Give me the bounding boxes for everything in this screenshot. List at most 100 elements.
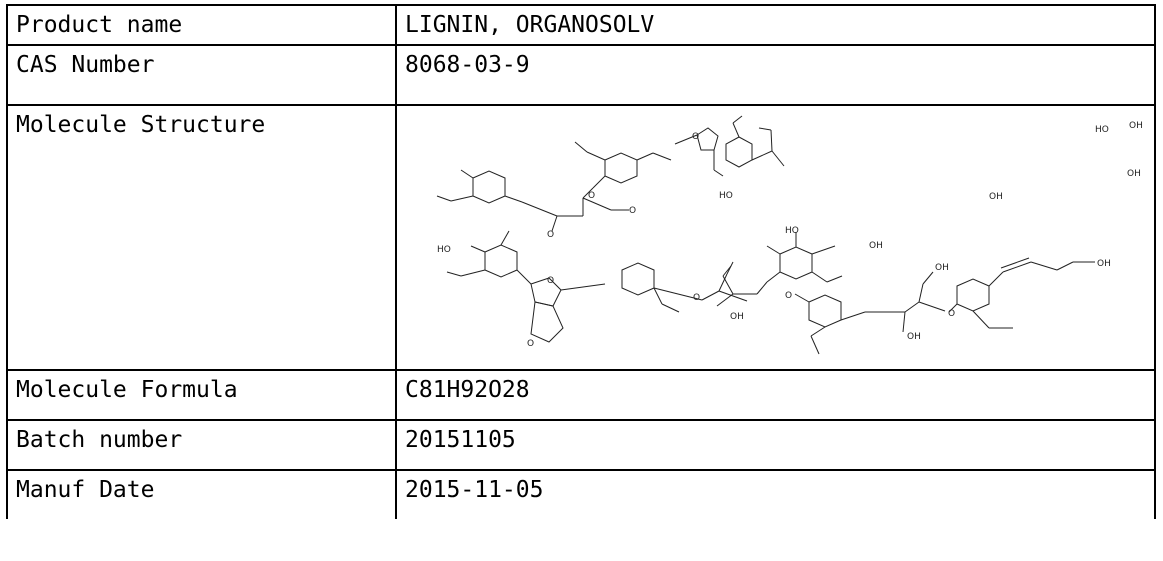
mol-atom-label: OH [907, 332, 921, 342]
mol-atom-label: OH [869, 241, 883, 251]
mol-bond [811, 245, 836, 255]
value-manuf-date: 2015-11-05 [395, 469, 1156, 519]
value-cas-number: 8068-03-9 [395, 44, 1156, 106]
mol-atom-o: O [785, 291, 792, 301]
label-cas-number: CAS Number [6, 44, 397, 106]
mol-bond [766, 245, 781, 255]
mol-atom-label: HO [785, 226, 799, 236]
mol-ring [530, 277, 562, 307]
mol-bond [436, 195, 452, 202]
row-batch-number: Batch number 20151105 [6, 419, 1156, 471]
mol-atom-o: O [588, 191, 595, 201]
mol-bond [460, 169, 474, 179]
mol-bond [918, 283, 924, 303]
spec-table: Product name LIGNIN, ORGANOSOLV CAS Numb… [6, 4, 1156, 519]
mol-bond [771, 150, 785, 167]
mol-atom-label: HO [437, 245, 451, 255]
mol-ring [484, 244, 518, 278]
mol-bond [988, 271, 1004, 287]
mol-bond [811, 271, 828, 283]
mol-ring [530, 301, 564, 343]
mol-bond [758, 127, 772, 131]
mol-bond [918, 301, 946, 312]
mol-bond [460, 269, 486, 277]
mol-atom-label: OH [935, 263, 949, 273]
mol-atom-label: OH [1127, 169, 1141, 179]
mol-atom-label: OH [1097, 259, 1111, 269]
mol-bond [840, 311, 866, 321]
mol-atom-label: HO [719, 191, 733, 201]
mol-bond [592, 175, 606, 189]
mol-atom-o: O [547, 276, 554, 286]
label-molecule-formula: Molecule Formula [6, 369, 397, 421]
mol-ring [696, 127, 719, 151]
mol-bond [504, 195, 523, 203]
mol-bond [810, 326, 826, 337]
mol-atom-o: O [692, 132, 699, 142]
mol-bond [661, 303, 680, 313]
mol-bond [713, 169, 724, 177]
row-molecule-formula: Molecule Formula C81H92O28 [6, 369, 1156, 421]
row-cas-number: CAS Number 8068-03-9 [6, 44, 1156, 106]
mol-bond [1030, 261, 1058, 271]
mol-bond [766, 271, 781, 283]
mol-bond [716, 293, 734, 307]
mol-atom-o: O [527, 339, 534, 349]
mol-bond [551, 215, 558, 232]
mol-ring [472, 170, 506, 204]
mol-bond [756, 281, 768, 295]
value-product-name: LIGNIN, ORGANOSOLV [395, 4, 1156, 46]
mol-bond [732, 115, 743, 124]
mol-atom-o: O [693, 293, 700, 303]
mol-bond [718, 290, 748, 302]
mol-bond [521, 201, 558, 217]
mol-bond [701, 290, 720, 301]
value-batch-number: 20151105 [395, 419, 1156, 471]
mol-bond [450, 195, 474, 202]
label-manuf-date: Manuf Date [6, 469, 397, 519]
mol-bond [1002, 261, 1032, 273]
mol-bond [770, 129, 773, 152]
mol-ring [779, 246, 813, 280]
mol-bond [794, 293, 810, 303]
mol-bond [674, 134, 698, 145]
mol-bond [972, 310, 990, 329]
row-molecule-structure: Molecule Structure [6, 104, 1156, 371]
mol-bond [516, 269, 532, 285]
mol-atom-label: HO [1095, 125, 1109, 135]
mol-atom-label: OH [1129, 121, 1143, 131]
mol-bond [652, 152, 672, 161]
mol-atom-o: O [547, 230, 554, 240]
mol-bond [810, 335, 820, 355]
mol-bond [636, 152, 654, 161]
molecule-structure-image: O O O O O O O O O HO OH OH HO OH HO HO [436, 115, 1143, 355]
mol-atom-label: OH [730, 312, 744, 322]
mol-bond [560, 283, 606, 291]
mol-bond [751, 150, 773, 161]
mol-ring [725, 136, 753, 168]
mol-bond [586, 151, 606, 161]
mol-bond [904, 301, 920, 313]
mol-bond [574, 141, 588, 153]
mol-bond [922, 271, 934, 285]
mol-atom-o: O [629, 206, 636, 216]
mol-bond [826, 275, 843, 283]
value-molecule-formula: C81H92O28 [395, 369, 1156, 421]
mol-bond [1056, 261, 1074, 271]
mol-ring [621, 262, 655, 296]
mol-bond [582, 197, 612, 211]
mol-bond [948, 303, 958, 313]
mol-bond [446, 271, 462, 277]
mol-bond [653, 287, 663, 305]
molecule-structure-cell: O O O O O O O O O HO OH OH HO OH HO HO [395, 104, 1156, 371]
mol-bond [1000, 257, 1030, 269]
label-molecule-structure: Molecule Structure [6, 104, 397, 371]
mol-atom-label: OH [989, 192, 1003, 202]
mol-bond [470, 245, 486, 253]
mol-atom-o: O [948, 309, 955, 319]
mol-bond [902, 311, 906, 333]
mol-bond [500, 230, 510, 246]
label-batch-number: Batch number [6, 419, 397, 471]
label-product-name: Product name [6, 4, 397, 46]
mol-bond [726, 261, 734, 275]
